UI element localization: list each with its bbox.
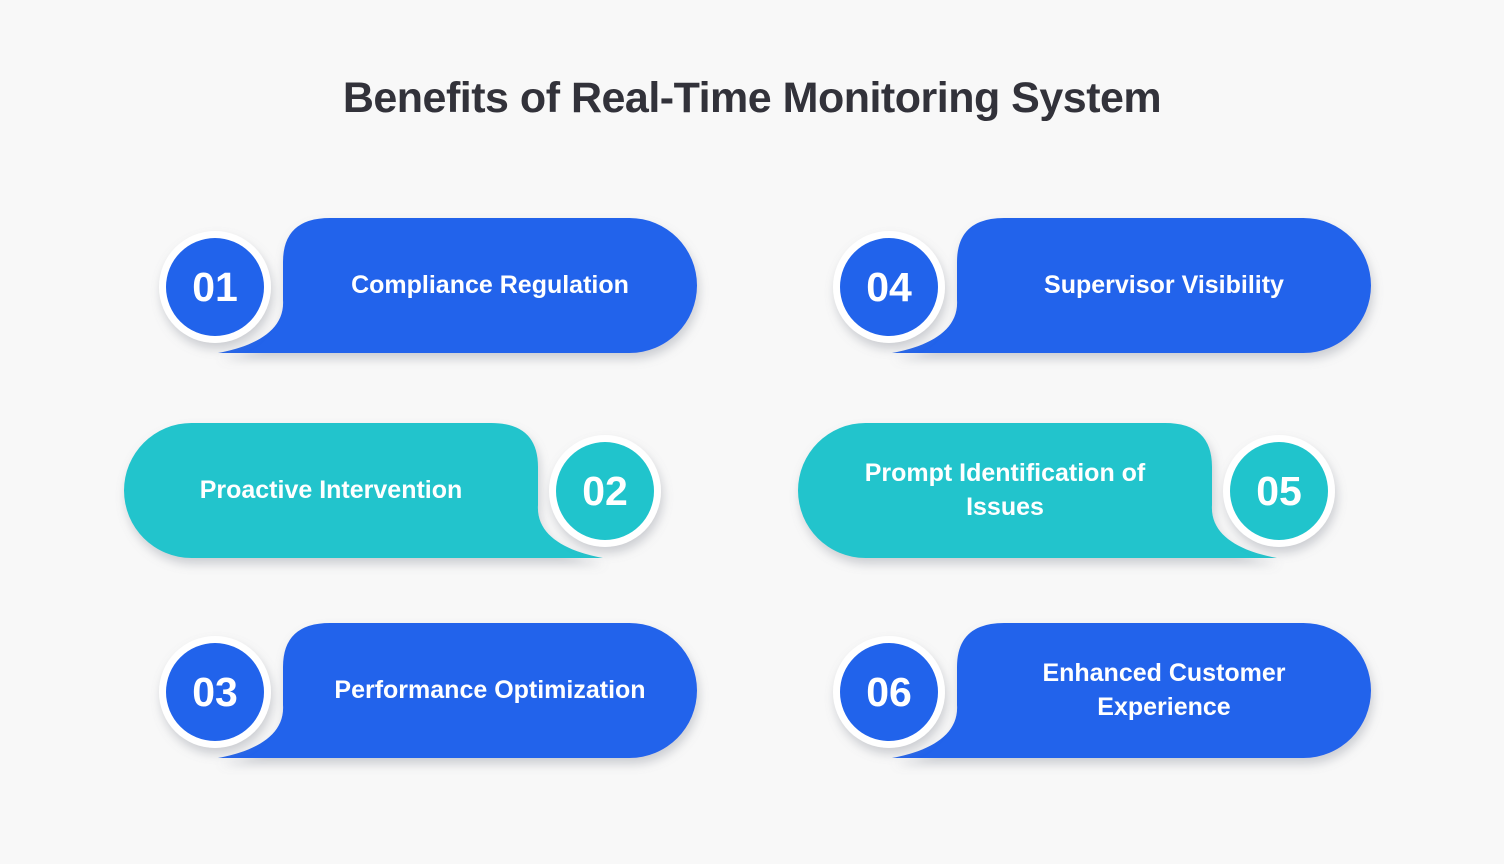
page-title: Benefits of Real-Time Monitoring System (342, 74, 1162, 122)
benefit-label-02: Proactive Intervention (124, 423, 538, 558)
benefit-label-04: Supervisor Visibility (957, 218, 1371, 353)
step-number-01: 01 (192, 263, 238, 310)
benefit-label-01: Compliance Regulation (283, 218, 697, 353)
step-circle-02 (556, 442, 654, 540)
circle-group (166, 238, 1328, 741)
benefit-label-text-05: Prompt Identification of Issues (864, 458, 1146, 521)
benefit-label-06: Enhanced Customer Experience (957, 623, 1371, 758)
step-circle-06 (840, 643, 938, 741)
benefit-label-03: Performance Optimization (283, 623, 697, 758)
benefit-label-text-01: Compliance Regulation (351, 270, 629, 299)
step-number-02: 02 (582, 467, 628, 514)
step-number-06: 06 (866, 668, 912, 715)
benefit-label-text-03: Performance Optimization (334, 675, 646, 704)
step-number-03: 03 (192, 668, 238, 715)
step-circle-04 (840, 238, 938, 336)
step-circle-05 (1230, 442, 1328, 540)
benefit-label-text-06: Enhanced Customer Experience (1042, 658, 1286, 721)
step-circle-01 (166, 238, 264, 336)
step-circle-03 (166, 643, 264, 741)
step-number-05: 05 (1256, 467, 1302, 514)
benefit-label-05: Prompt Identification of Issues (798, 423, 1212, 558)
benefit-label-text-02: Proactive Intervention (199, 475, 463, 504)
benefit-label-text-04: Supervisor Visibility (1044, 270, 1284, 299)
step-number-04: 04 (866, 263, 912, 310)
